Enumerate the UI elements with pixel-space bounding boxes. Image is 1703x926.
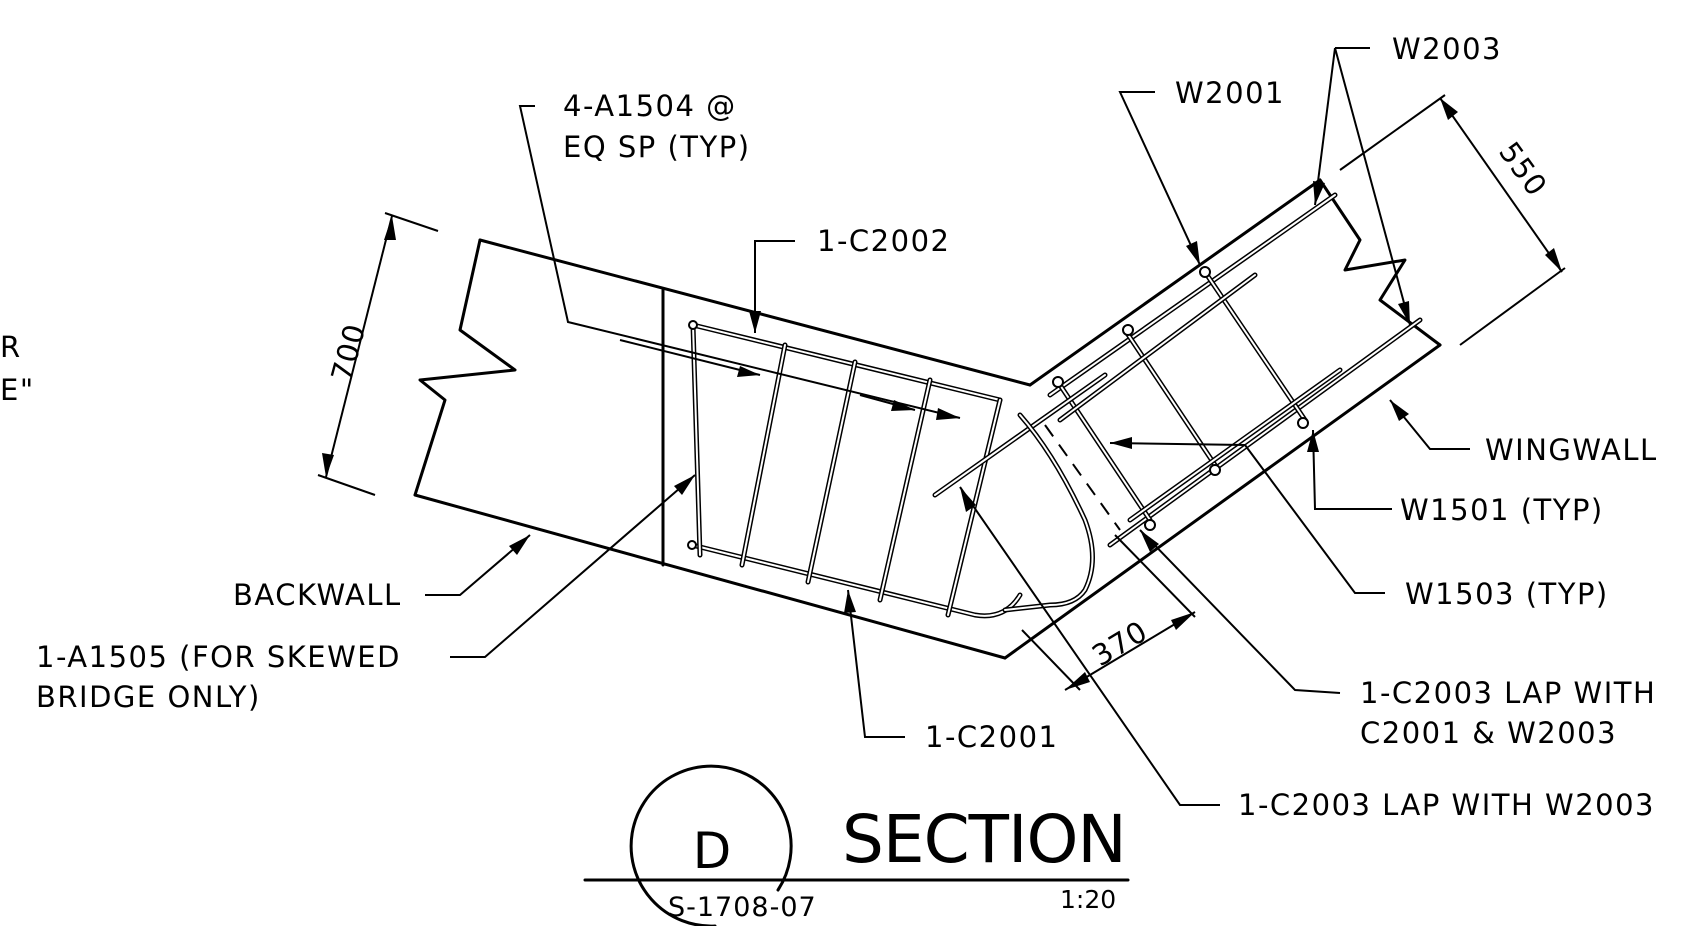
label-c2003-lap2: 1-C2003 LAP WITH W2003 — [1238, 788, 1655, 822]
section-title-block: D S-1708-07 SECTION 1:20 — [583, 764, 1130, 926]
label-a1505-line1: 1-A1505 (FOR SKEWED — [36, 640, 401, 674]
leader-w1503 — [1109, 437, 1385, 594]
leader-c2002 — [749, 240, 795, 333]
dimension-700-text: 700 — [324, 320, 372, 385]
label-wingwall: WINGWALL — [1485, 433, 1658, 467]
wingwall-outline — [1003, 178, 1442, 660]
label-a1505-line2: BRIDGE ONLY) — [36, 680, 261, 714]
leader-backwall — [425, 534, 531, 596]
leader-c2003-lap2 — [959, 486, 1220, 806]
label-c2002: 1-C2002 — [817, 224, 950, 258]
leader-w2003 — [1313, 47, 1411, 326]
leader-c2001 — [844, 589, 905, 738]
dimension-700: 700 — [317, 212, 439, 496]
leader-a1505 — [450, 474, 696, 658]
section-sheet-ref: S-1708-07 — [668, 892, 817, 923]
label-c2003-lap1-line1: 1-C2003 LAP WITH — [1360, 676, 1656, 710]
label-c2001: 1-C2001 — [925, 720, 1058, 754]
dimension-550: 550 — [1339, 94, 1566, 346]
rebar-corner-c2003 — [932, 372, 1121, 613]
label-w1503: W1503 (TYP) — [1405, 577, 1609, 611]
label-w2003: W2003 — [1392, 32, 1502, 66]
dimension-370-text: 370 — [1086, 614, 1154, 673]
leader-a1504 — [518, 105, 961, 420]
label-cut-edge-line1: R — [0, 330, 22, 364]
leader-c2003-lap1 — [1139, 529, 1341, 694]
label-cut-edge-line2: E" — [0, 373, 35, 407]
section-title: SECTION — [842, 801, 1126, 878]
section-marker-letter: D — [693, 822, 732, 880]
label-w2001: W2001 — [1175, 76, 1285, 110]
label-c2003-lap1-line2: C2001 & W2003 — [1360, 716, 1617, 750]
label-w1501: W1501 (TYP) — [1400, 493, 1604, 527]
dimension-550-text: 550 — [1492, 136, 1554, 203]
label-a1504-line2: EQ SP (TYP) — [563, 130, 751, 164]
leader-w1501 — [1307, 429, 1392, 510]
label-backwall: BACKWALL — [233, 578, 402, 612]
leader-w2001 — [1118, 91, 1201, 266]
backwall-outline — [413, 238, 1032, 660]
label-a1504-line1: 4-A1504 @ — [563, 89, 737, 123]
leader-wingwall — [1389, 399, 1470, 450]
section-scale: 1:20 — [1060, 885, 1116, 914]
